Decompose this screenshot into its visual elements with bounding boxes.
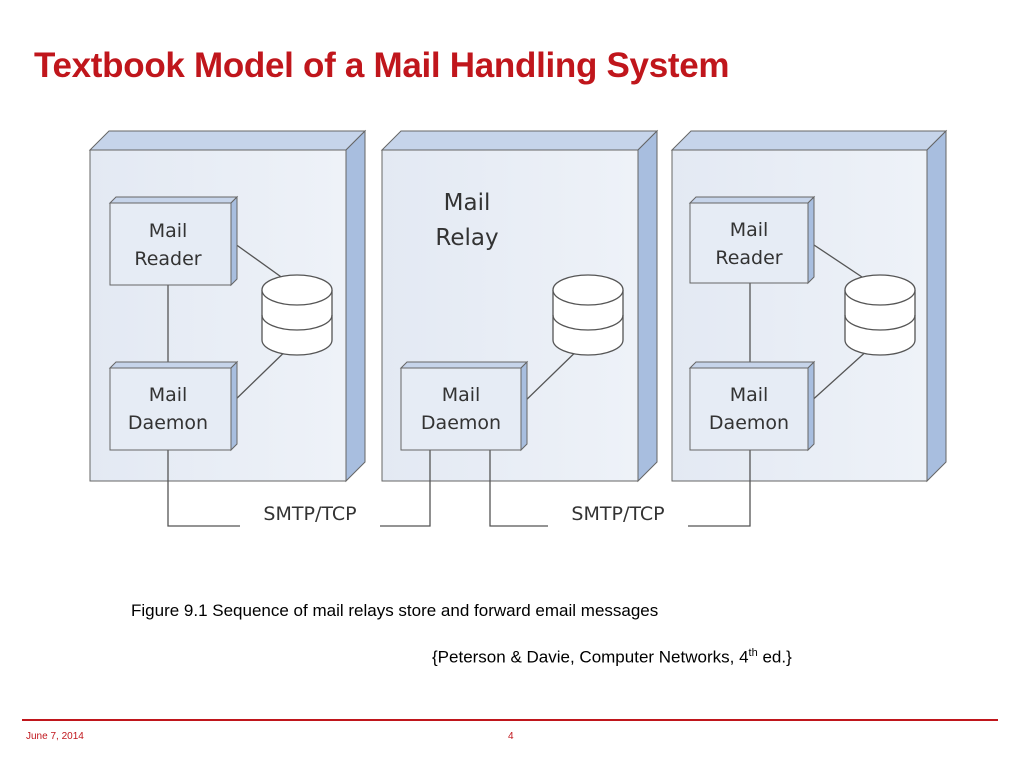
left-daemon-label-line1: Mail (149, 384, 188, 406)
right-daemon-label-line2: Daemon (709, 412, 789, 434)
left-mail-reader-box: Mail Reader (108, 195, 239, 287)
left-mailbox-storage-icon (261, 274, 333, 356)
figure-caption: Figure 9.1 Sequence of mail relays store… (131, 601, 659, 620)
relay-mail-daemon-box: Mail Daemon (399, 360, 529, 452)
citation: {Peterson & Davie, Computer Networks, 4t… (432, 647, 792, 668)
page-number: 4 (508, 731, 514, 742)
relay-label-line2: Relay (435, 225, 498, 251)
citation-text: {Peterson & Davie, Computer Networks, 4 (432, 647, 749, 667)
right-mailbox-storage-icon (844, 274, 916, 356)
left-reader-label-line1: Mail (149, 220, 188, 242)
right-mail-daemon-box: Mail Daemon (688, 360, 816, 452)
right-reader-label-line2: Reader (715, 247, 782, 269)
relay-mailbox-storage-icon (552, 274, 624, 356)
smtp-tcp-link-label-1: SMTP/TCP (263, 503, 356, 525)
right-reader-label-line1: Mail (730, 219, 769, 241)
relay-daemon-label-line1: Mail (442, 384, 481, 406)
mail-system-diagram: Mail Reader Mail Daemon Mail Daemon Mail… (88, 129, 948, 527)
relay-label-line1: Mail (444, 190, 491, 216)
right-mail-reader-box: Mail Reader (688, 195, 816, 285)
left-daemon-label-line2: Daemon (128, 412, 208, 434)
relay-daemon-label-line2: Daemon (421, 412, 501, 434)
right-daemon-label-line1: Mail (730, 384, 769, 406)
left-mail-daemon-box: Mail Daemon (108, 360, 239, 452)
slide-title: Textbook Model of a Mail Handling System (34, 46, 730, 85)
citation-text-end: ed.} (757, 647, 792, 667)
left-reader-label-line2: Reader (134, 248, 201, 270)
footer-divider (22, 719, 998, 721)
citation-superscript: th (748, 647, 758, 659)
footer-date: June 7, 2014 (26, 731, 84, 742)
smtp-tcp-link-label-2: SMTP/TCP (571, 503, 664, 525)
